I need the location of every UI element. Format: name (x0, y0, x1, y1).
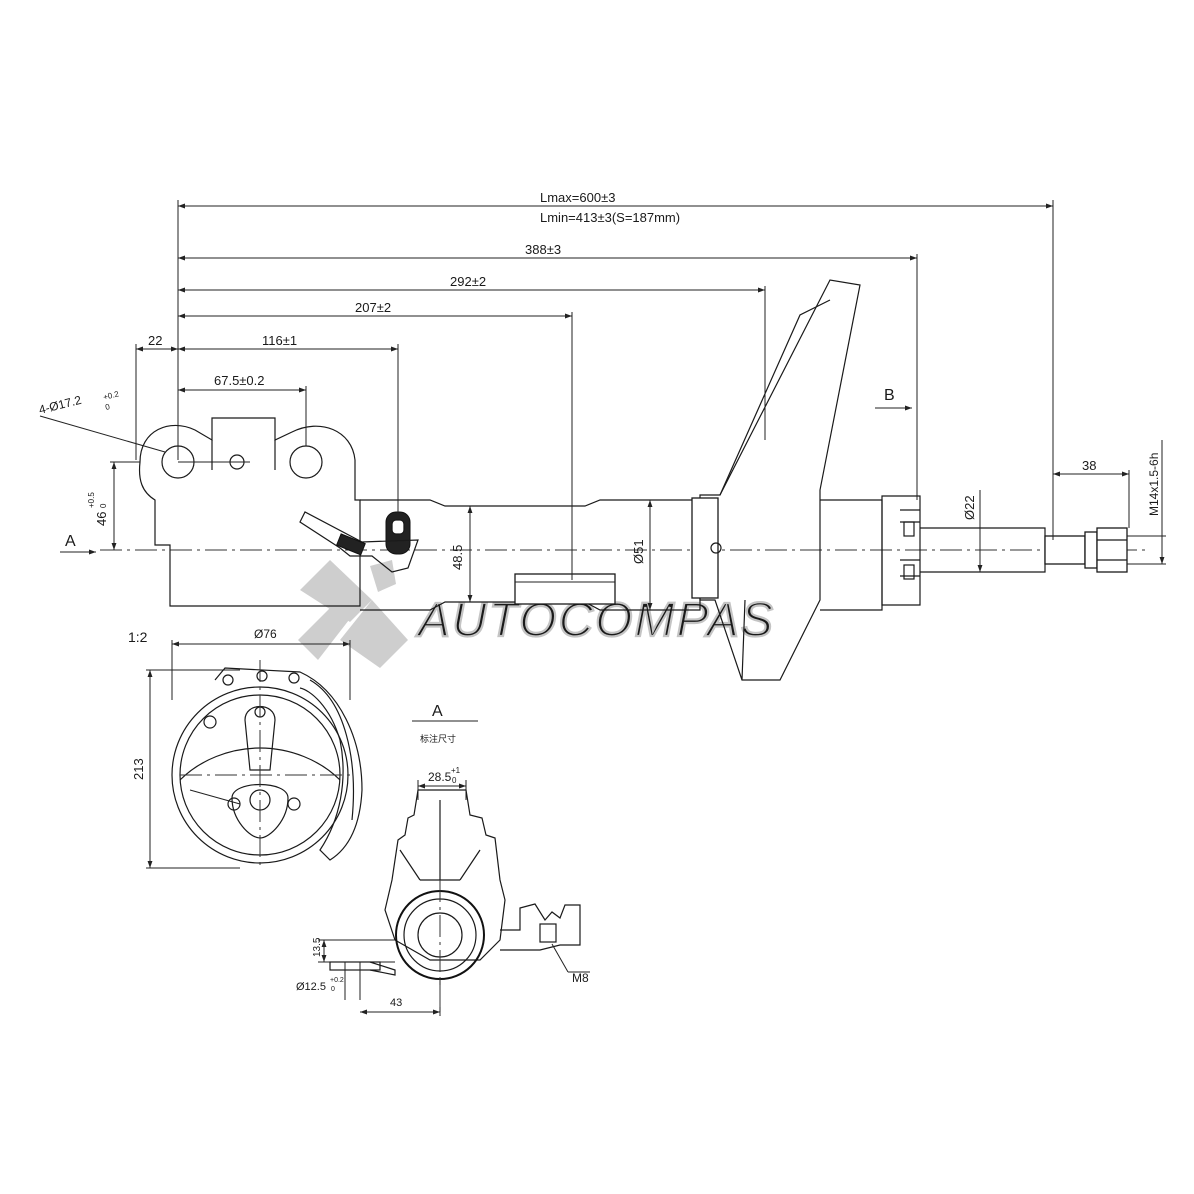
dimension-d22: Ø22 (962, 495, 977, 520)
dimension-lmax: Lmax=600±3 (540, 190, 615, 205)
dimension-292: 292±2 (450, 274, 486, 289)
top-view-scale: 1:2 (128, 629, 148, 645)
rod-washer (1084, 531, 1098, 569)
abs-wire-bracket (299, 511, 419, 573)
spring-seat-ring (691, 497, 719, 599)
mount-hole-2 (289, 445, 323, 479)
view-b-arrow-label: B (884, 387, 895, 404)
dimension-116: 116±1 (262, 333, 297, 348)
hole-callout-tol-lower: 0 (104, 402, 111, 412)
dimension-22: 22 (148, 333, 162, 348)
dimension-38: 38 (1082, 458, 1096, 473)
spring-seat-flange (214, 667, 363, 861)
hole-callout-leader (39, 415, 166, 453)
dimension-43: 43 (390, 997, 402, 1009)
dimension-207: 207±2 (355, 300, 391, 315)
knuckle-profile (244, 706, 276, 771)
dimension-lmin: Lmin=413±3(S=187mm) (540, 210, 680, 225)
spring-seat-plate (699, 279, 861, 681)
watermark-logo-icon (298, 560, 408, 668)
top-mount-hole-left (203, 715, 217, 729)
hole-callout-tol-upper: +0.2 (102, 389, 120, 402)
dimension-d12-5: Ø12.5 (296, 981, 326, 993)
view-a-title: A (432, 703, 443, 720)
view-a-stud (329, 961, 381, 971)
view-a-detail: A 标注尺寸 28.5 +1 0 M8 13.5 (296, 703, 590, 1020)
view-a-subtitle: 标注尺寸 (420, 733, 456, 744)
dimension-48-5: 48.5 (450, 545, 465, 570)
dimension-213: 213 (131, 758, 146, 780)
dimension-28-5-tol-upper: +1 (451, 766, 461, 775)
dimension-388: 388±3 (525, 242, 561, 257)
thread-m8: M8 (572, 971, 589, 985)
dimension-13-5: 13.5 (312, 937, 323, 957)
stabilizer-bracket (514, 573, 616, 605)
dimension-d51: Ø51 (631, 539, 646, 564)
view-a-bracket-body (384, 789, 506, 961)
strut-top-view: 1:2 Ø76 213 (128, 627, 363, 870)
dimension-67-5: 67.5±0.2 (214, 373, 265, 388)
thread-spec: M14x1.5-6h (1147, 453, 1161, 516)
strut-upper-tube (820, 499, 883, 611)
strut-side-view: A B Lmax=600±3 Lmin=413±3(S=187mm) 388±3… (37, 190, 1166, 681)
dimension-46-tol-lower: 0 (99, 503, 108, 508)
view-a-side-bracket (500, 903, 581, 951)
view-a-arrow-label: A (65, 533, 76, 550)
dimension-d12-5-tol-upper: +0.2 (330, 977, 344, 984)
dimension-28-5: 28.5 (428, 770, 452, 784)
rod-nut (1096, 527, 1128, 573)
dimension-d12-5-tol-lower: 0 (331, 986, 335, 993)
dimension-28-5-tol-lower: 0 (452, 776, 457, 785)
dimension-46: 46 (94, 512, 109, 526)
dimension-top-width: Ø76 (254, 627, 277, 641)
rod-thread (1044, 535, 1086, 565)
dimension-46-tol-upper: +0.5 (87, 492, 96, 508)
knuckle-bracket-body (138, 417, 361, 607)
hole-callout: 4-Ø17.2 (37, 393, 83, 417)
